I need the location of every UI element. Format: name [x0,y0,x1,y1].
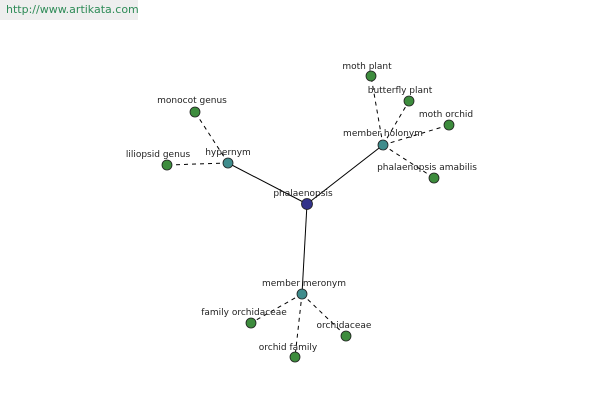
node-label-butterfly-plant: butterfly plant [368,86,433,96]
edge-phalaenopsis-to-member-holonym [306,144,384,205]
node-moth-plant[interactable] [365,70,377,82]
edge-member-meronym-to-family-orchidaceae [250,293,303,324]
node-moth-orchid[interactable] [443,119,455,131]
edge-member-holonym-to-phalaenopsis-amabilis [382,144,435,179]
node-label-member-meronym: member meronym [262,279,346,289]
edge-member-holonym-to-moth-plant [370,75,384,146]
edge-member-holonym-to-moth-orchid [382,124,450,146]
edge-member-meronym-to-orchidaceae [301,293,347,337]
graph-labels: phalaenopsis hypernym member holonym member… [126,62,477,353]
edge-member-holonym-to-butterfly-plant [382,100,410,146]
node-label-moth-plant: moth plant [342,62,392,72]
node-label-phalaenopsis-amabilis: phalaenopsis amabilis [377,163,477,173]
node-phalaenopsis-amabilis[interactable] [428,172,440,184]
node-member-meronym[interactable] [296,288,308,300]
node-liliopsid-genus[interactable] [161,159,173,171]
node-phalaenopsis[interactable] [301,198,313,210]
node-hypernym[interactable] [222,157,234,169]
edge-phalaenopsis-to-member-meronym [301,203,308,295]
node-family-orchidaceae[interactable] [245,317,257,329]
source-banner: http://www.artikata.com [0,0,139,20]
node-orchid-family[interactable] [289,351,301,363]
node-label-hypernym: hypernym [205,148,251,158]
node-label-liliopsid-genus: liliopsid genus [126,150,191,160]
node-label-member-holonym: member holonym [343,129,423,139]
node-label-moth-orchid: moth orchid [419,110,473,120]
node-label-monocot-genus: monocot genus [157,96,227,106]
node-label-orchid-family: orchid family [259,343,318,353]
edge-hypernym-to-liliopsid-genus [166,162,229,166]
node-label-orchidaceae: orchidaceae [317,321,372,331]
node-butterfly-plant[interactable] [403,95,415,107]
edge-member-meronym-to-orchid-family [294,293,303,358]
node-orchidaceae[interactable] [340,330,352,342]
source-link[interactable]: http://www.artikata.com [6,3,139,16]
graph-nodes [161,70,455,363]
edge-hypernym-to-monocot-genus [194,111,229,164]
node-label-phalaenopsis: phalaenopsis [273,189,333,199]
edge-phalaenopsis-to-hypernym [227,162,308,205]
graph-edges [166,75,450,358]
node-label-family-orchidaceae: family orchidaceae [201,308,287,318]
node-member-holonym[interactable] [377,139,389,151]
node-monocot-genus[interactable] [189,106,201,118]
